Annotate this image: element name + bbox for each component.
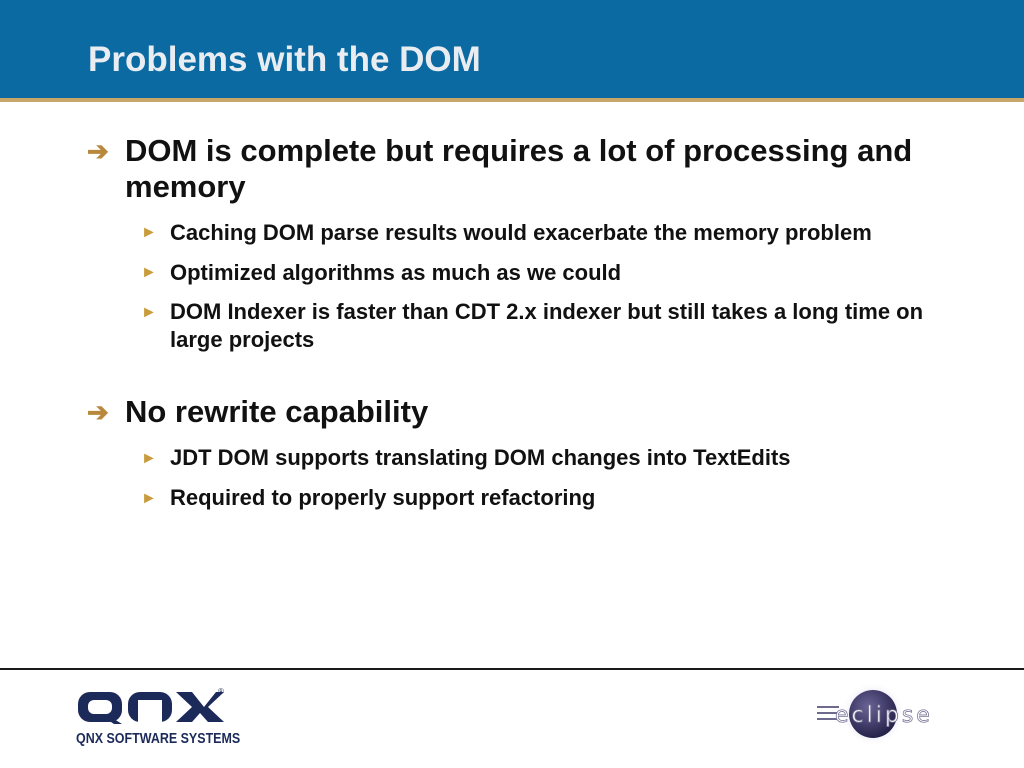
sub-bullet-item: Caching DOM parse results would exacerba… xyxy=(170,220,872,245)
title-bar-rule xyxy=(0,98,1024,102)
sub-bullet-item: JDT DOM supports translating DOM changes… xyxy=(170,445,791,470)
arrow-right-icon: ➔ xyxy=(87,136,109,166)
slide-title: Problems with the DOM xyxy=(88,40,481,79)
triangle-right-icon: ► xyxy=(141,304,157,321)
sub-bullet-item: Optimized algorithms as much as we could xyxy=(170,260,622,285)
bullet-item: No rewrite capability xyxy=(125,394,429,429)
triangle-right-icon: ► xyxy=(141,224,157,241)
footer-rule xyxy=(0,668,1024,670)
title-bar xyxy=(0,0,1024,98)
arrow-right-icon: ➔ xyxy=(87,397,109,427)
qnx-tagline: QNX SOFTWARE SYSTEMS xyxy=(76,731,241,747)
triangle-right-icon: ► xyxy=(141,490,157,507)
eclipse-logo: eclipse xyxy=(817,684,933,746)
qnx-logo: ® xyxy=(78,687,224,724)
triangle-right-icon: ► xyxy=(141,450,157,467)
sub-bullet-item: DOM Indexer is faster than CDT 2.x index… xyxy=(170,299,924,352)
bullet-item: DOM is complete but requires a lot of pr… xyxy=(125,133,913,204)
eclipse-wordmark: eclipse xyxy=(835,703,933,728)
triangle-right-icon: ► xyxy=(141,264,157,281)
sub-bullet-item: Required to properly support refactoring xyxy=(170,485,596,510)
registered-mark: ® xyxy=(218,687,224,696)
